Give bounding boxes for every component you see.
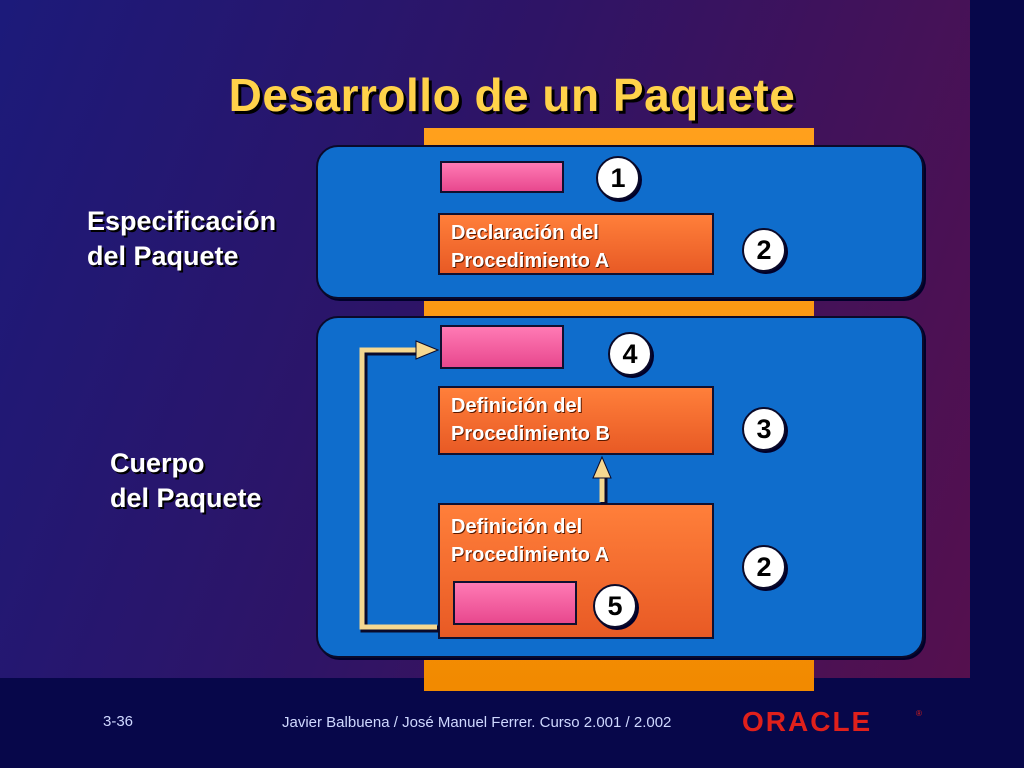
spec-proc-a-box: Declaración del Procedimiento A bbox=[438, 213, 714, 275]
spec-proc-a-line-2: Procedimiento A bbox=[451, 250, 610, 272]
oracle-logo-text: ORACLE bbox=[742, 706, 872, 736]
spec-label-line-1: Especificación bbox=[87, 206, 277, 236]
svg-text:®: ® bbox=[916, 709, 922, 718]
footer-credits: Javier Balbuena / José Manuel Ferrer. Cu… bbox=[282, 714, 672, 731]
number-badge-2-spec: 2 bbox=[742, 228, 786, 272]
page-number: 3-36 bbox=[103, 713, 134, 730]
body-proc-a-line-2: Procedimiento A bbox=[451, 544, 610, 566]
body-label: Cuerpo del Paquete bbox=[110, 446, 262, 516]
body-proc-b-line-1: Definición del bbox=[451, 395, 583, 417]
footer-band bbox=[0, 678, 1024, 768]
body-pink-box-top bbox=[440, 325, 564, 369]
arrow-up-icon bbox=[592, 455, 612, 504]
oracle-logo: ORACLE ® bbox=[742, 706, 922, 736]
slide-title: Desarrollo de un Paquete bbox=[228, 69, 796, 121]
spec-pink-box bbox=[440, 161, 564, 193]
number-badge-4: 4 bbox=[608, 332, 652, 376]
body-label-line-1: Cuerpo bbox=[110, 448, 205, 478]
spec-proc-a-line-1: Declaración del bbox=[451, 222, 599, 244]
number-badge-2-body: 2 bbox=[742, 545, 786, 589]
number-badge-1: 1 bbox=[596, 156, 640, 200]
spec-label-line-2: del Paquete bbox=[87, 241, 239, 271]
body-label-line-2: del Paquete bbox=[110, 483, 262, 513]
spec-label: Especificación del Paquete bbox=[87, 204, 276, 274]
body-proc-b-line-2: Procedimiento B bbox=[451, 423, 610, 445]
body-proc-b-box: Definición del Procedimiento B bbox=[438, 386, 714, 455]
number-badge-3: 3 bbox=[742, 407, 786, 451]
body-proc-a-line-1: Definición del bbox=[451, 516, 583, 538]
number-badge-5: 5 bbox=[593, 584, 637, 628]
body-pink-box-inner bbox=[453, 581, 577, 625]
right-band bbox=[970, 0, 1024, 768]
arrow-right-icon bbox=[359, 340, 440, 633]
